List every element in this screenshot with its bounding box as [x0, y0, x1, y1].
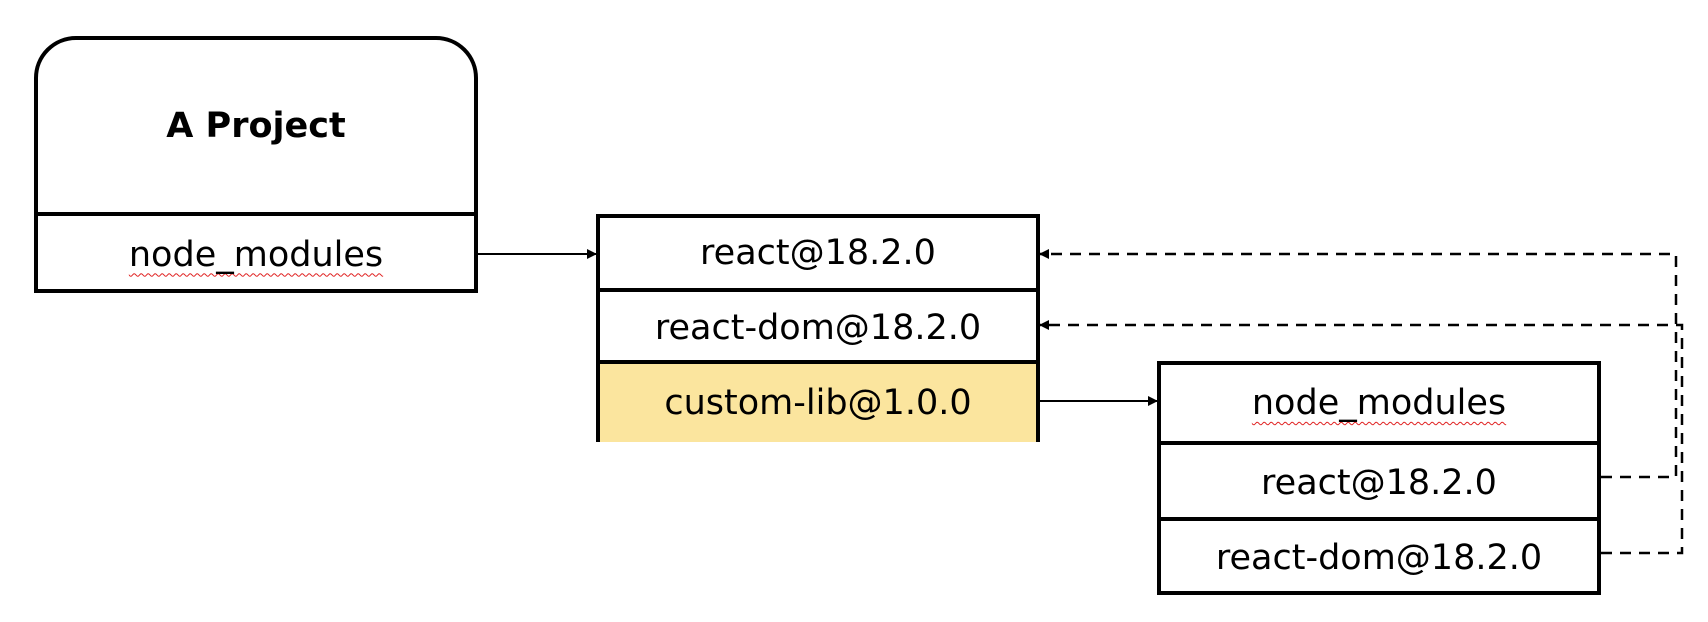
nested-module-react-dom: react-dom@18.2.0: [1161, 517, 1597, 595]
nested-react-to-root-react-dashed: [1039, 249, 1678, 479]
nested-module-react: react@18.2.0: [1161, 441, 1597, 521]
custom-lib-modules-box: node_modules react@18.2.0 react-dom@18.2…: [1157, 361, 1601, 595]
root-module-react: react@18.2.0: [600, 218, 1036, 288]
root-module-custom-lib: custom-lib@1.0.0: [600, 360, 1036, 442]
root-module-react-dom-label: react-dom@18.2.0: [654, 308, 982, 348]
nested-react-dom-to-root-react-dom-dashed: [1039, 320, 1684, 555]
project-title: A Project: [166, 106, 346, 146]
root-module-react-dom: react-dom@18.2.0: [600, 288, 1036, 364]
nested-module-react-dom-label: react-dom@18.2.0: [1215, 538, 1543, 578]
nested-module-react-label: react@18.2.0: [1261, 463, 1497, 503]
project-box: A Project node_modules: [34, 36, 478, 293]
root-module-custom-lib-label: custom-lib@1.0.0: [664, 383, 972, 423]
custom-lib-node-modules-label: node_modules: [1251, 383, 1507, 423]
project-node-modules-row: node_modules: [38, 212, 474, 293]
root-module-react-label: react@18.2.0: [700, 233, 936, 273]
root-modules-box: react@18.2.0 react-dom@18.2.0 custom-lib…: [596, 214, 1040, 442]
custom-lib-node-modules-header: node_modules: [1161, 365, 1597, 441]
project-node-modules-label: node_modules: [128, 234, 384, 275]
